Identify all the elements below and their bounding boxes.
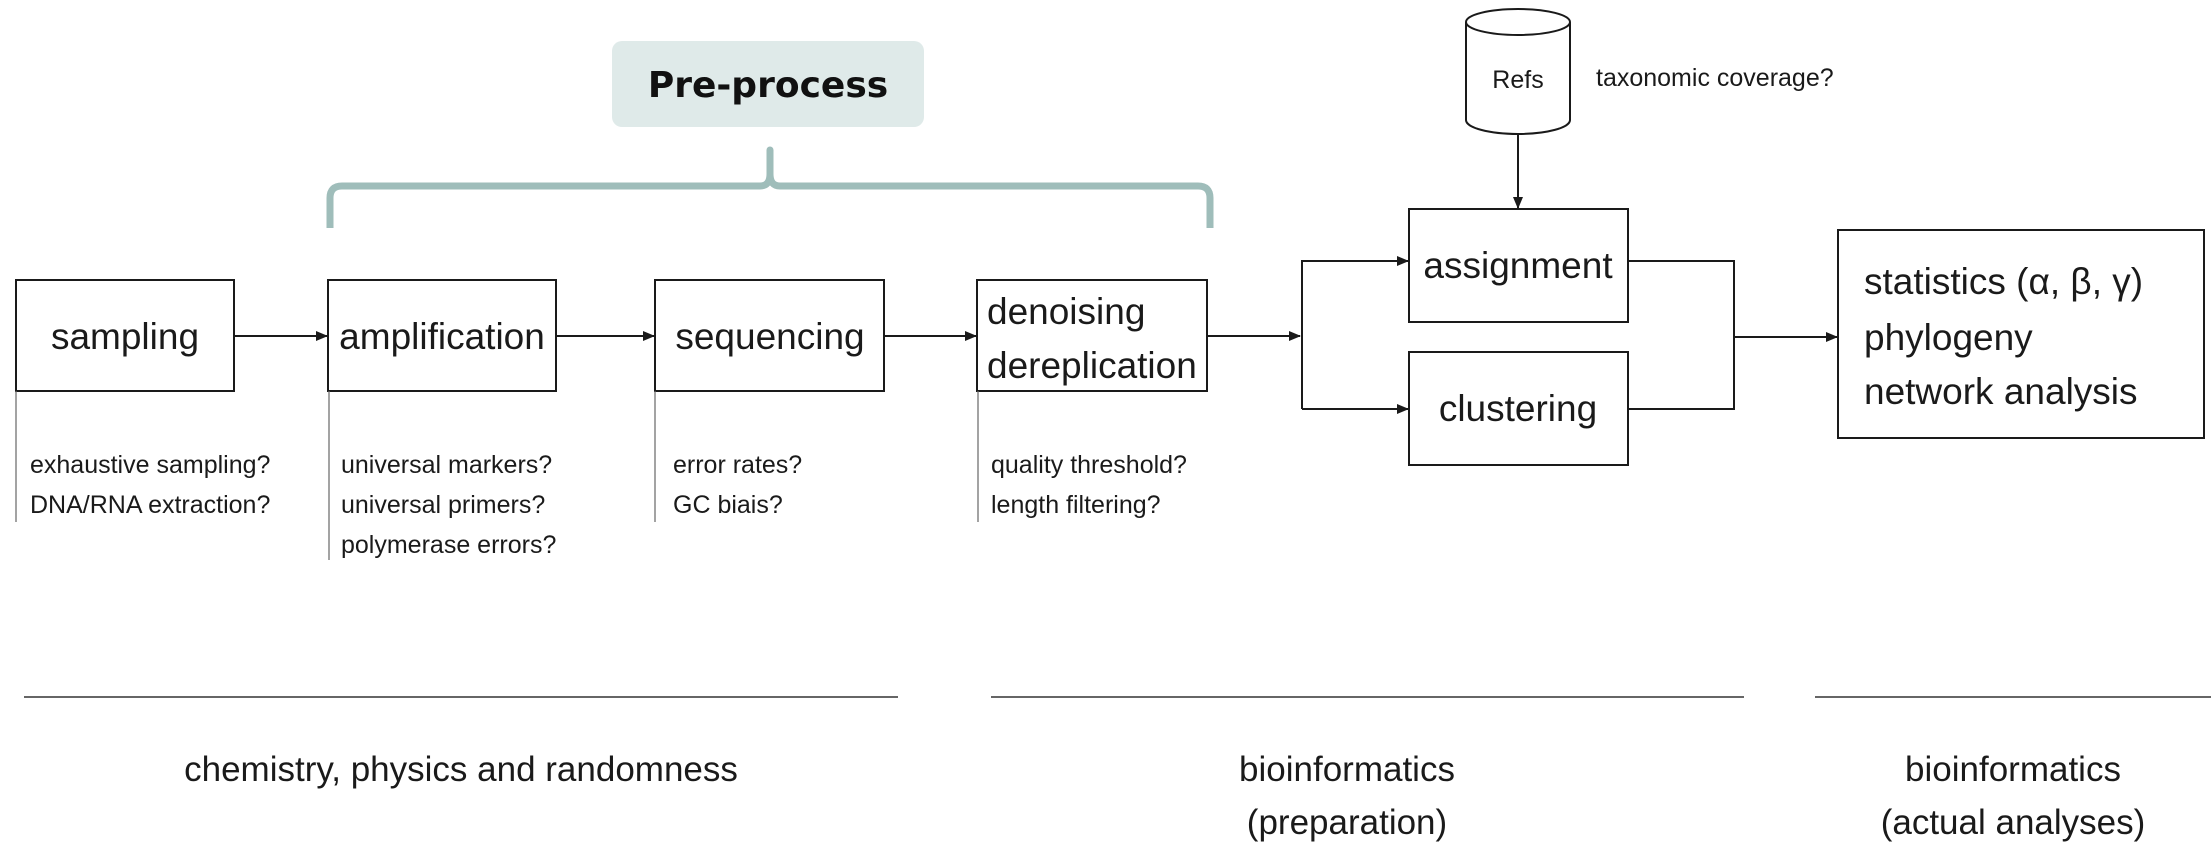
chemistry-footer: chemistry, physics and randomness — [184, 750, 738, 789]
sequencing-question-2: GC biais? — [673, 491, 783, 519]
edge-merge — [1628, 260, 1735, 410]
statistics-box — [1837, 229, 2205, 439]
edge-split-assignment — [1301, 256, 1409, 409]
network-analysis-label: network analysis — [1864, 371, 2138, 412]
denoising-label: denoising — [987, 291, 1145, 332]
denoising-question-1: quality threshold? — [991, 451, 1187, 479]
analysis-footer-line1: bioinformatics — [1905, 750, 2121, 789]
preprocess-brace — [326, 146, 1214, 228]
amplification-box — [327, 279, 557, 392]
denoising-question-2: length filtering? — [991, 491, 1161, 519]
refs-label: Refs — [1492, 66, 1543, 94]
assignment-box — [1408, 208, 1629, 323]
preparation-footer-line2: (preparation) — [1247, 803, 1447, 842]
sequencing-question-1: error rates? — [673, 451, 802, 479]
phylogeny-label: phylogeny — [1864, 317, 2033, 358]
amplification-label: amplification — [339, 316, 545, 357]
amplification-question-3: polymerase errors? — [341, 531, 556, 559]
refs-database-icon — [1465, 8, 1571, 135]
taxonomic-coverage-question: taxonomic coverage? — [1596, 64, 1834, 92]
clustering-box — [1408, 351, 1629, 466]
preprocess-label: Pre-process — [648, 65, 888, 106]
amplification-question-1: universal markers? — [341, 451, 552, 479]
statistics-label: statistics (α, β, γ) — [1864, 261, 2143, 302]
sampling-question-2: DNA/RNA extraction? — [30, 491, 270, 519]
analysis-footer-line2: (actual analyses) — [1881, 803, 2146, 842]
preprocess-badge — [612, 41, 924, 127]
amplification-question-2: universal primers? — [341, 491, 545, 519]
sequencing-label: sequencing — [675, 316, 864, 357]
preparation-footer-line1: bioinformatics — [1239, 750, 1455, 789]
dereplication-label: dereplication — [987, 345, 1197, 386]
clustering-label: clustering — [1439, 388, 1597, 429]
assignment-label: assignment — [1423, 245, 1613, 286]
sampling-question-1: exhaustive sampling? — [30, 451, 270, 479]
sampling-label: sampling — [51, 316, 199, 357]
